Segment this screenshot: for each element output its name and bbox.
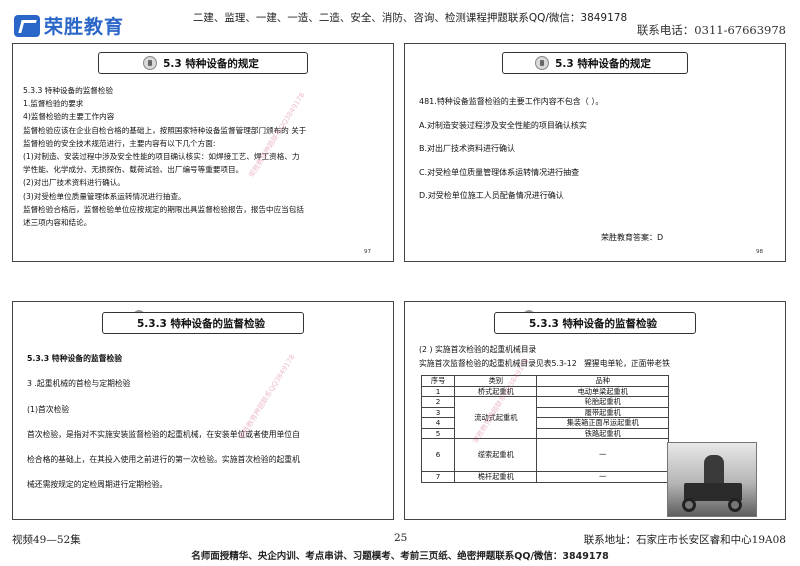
- table-cell: 轮胎起重机: [536, 396, 669, 408]
- slide-crane-first-inspection: 5.3.3 特种设备的监督检验 5.3.3 特种设备的监督检验 3 .起重机械的…: [12, 301, 394, 520]
- section-heading: 5.3.3 特种设备的监督检验: [27, 354, 123, 363]
- table-cell: 4: [420, 417, 456, 429]
- footer-banner: 名师面授精华、央企内训、考点串讲、习题模考、考前三页纸、绝密押题联系QQ/微信：…: [191, 551, 609, 562]
- slide-title: 5.3.3 特种设备的监督检验: [528, 317, 658, 330]
- slide-crane-catalog: 5.3.3 特种设备的监督检验 (2 ) 实施首次检验的起重机械目录 实施首次监…: [404, 301, 786, 520]
- option-a: A.对制造安装过程涉及安全性能的项目确认核实: [419, 120, 587, 130]
- text-line: 述三项内容和结论。: [23, 218, 92, 228]
- logo-text: 荣胜教育: [44, 16, 125, 38]
- slide-97: 5.3 特种设备的规定 5.3.3 特种设备的监督检验 1.监督检验的要求 4)…: [12, 43, 394, 262]
- table-row: 1 桥式起重机 电动单梁起重机: [420, 385, 669, 397]
- wheel-icon: [728, 498, 742, 512]
- text-line: (1)对制造、安装过程中涉及安全性能的项目确认核实：如焊接工艺、焊工资格、力: [23, 152, 300, 162]
- question-text: 481.特种设备监督检验的主要工作内容不包含（ ）。: [419, 97, 604, 106]
- table-header: 类别: [454, 375, 538, 387]
- slide-title-bar: 5.3.3 特种设备的监督检验: [494, 312, 696, 334]
- table-cell-merged: 流动式起重机: [454, 396, 538, 439]
- table-cell: 7: [420, 471, 456, 483]
- footer-video-range: 视频49—52集: [12, 534, 81, 546]
- table-cell: 一: [536, 471, 669, 483]
- table-cell: 电动单梁起重机: [536, 385, 669, 397]
- text-line: (1)首次检验: [27, 404, 70, 414]
- vehicle-photo: [667, 442, 757, 517]
- slide-body: (2 ) 实施首次检验的起重机械目录 实施首次监督检验的起重机械目录见表5.3-…: [419, 343, 775, 371]
- option-b: B.对出厂技术资料进行确认: [419, 144, 516, 153]
- slide-body: 5.3.3 特种设备的监督检验 3 .起重机械的首检与定期检验 (1)首次检验 …: [27, 346, 383, 498]
- text-line: 3 .起重机械的首检与定期检验: [27, 379, 131, 389]
- crane-catalog-table: 序号 类别 品种 1 桥式起重机 电动单梁起重机 2 流动式起重机 轮胎起重机 …: [420, 375, 669, 483]
- logo-mark-icon: [14, 14, 40, 37]
- table-cell: 5: [420, 427, 456, 439]
- text-line: (3)对受检单位质量管理体系运转情况进行抽查。: [23, 191, 186, 201]
- slide-title: 5.3 特种设备的规定: [163, 57, 259, 70]
- slide-title: 5.3.3 特种设备的监督检验: [136, 317, 266, 330]
- header-banner: 二建、监理、一建、一造、二造、安全、消防、咨询、检测课程押题联系QQ/微信：38…: [192, 12, 628, 24]
- table-row: 2 流动式起重机 轮胎起重机: [420, 396, 669, 439]
- text-line: 首次检验，是指对不实施安装监督检验的起重机械，在安装单位或者使用单位自: [27, 429, 300, 439]
- option-c: C.对受检单位质量管理体系运转情况进行抽查: [419, 167, 580, 177]
- table-cell: 3: [420, 406, 456, 418]
- slide-page-number: 98: [756, 249, 763, 255]
- table-header-row: 序号 类别 品种: [420, 375, 669, 387]
- table-cell: 履带起重机: [536, 406, 669, 418]
- slide-title: 5.3 特种设备的规定: [555, 57, 651, 70]
- text-line: 监督检验的安全技术规范进行，主要内容有以下几个方面:: [23, 138, 216, 148]
- image-note: 猩猩电单轮，正面带老铁: [584, 359, 670, 368]
- lock-badge-icon: [535, 56, 550, 70]
- table-header: 品种: [536, 375, 669, 387]
- slide-page-number: 97: [364, 249, 371, 255]
- table-header: 序号: [420, 375, 456, 387]
- text-line: 1.监督检验的要求: [23, 99, 84, 109]
- table-cell: 一: [536, 438, 669, 472]
- text-line: 5.3.3 特种设备的监督检验: [23, 86, 114, 95]
- header-phone: 联系电话：0311-67663978: [636, 23, 786, 37]
- brand-logo: 荣胜教育: [14, 12, 124, 39]
- table-row: 6 缆索起重机 一: [420, 438, 669, 472]
- text-line: 监督检验合格后，监督检验单位应按规定的期限出具监督检验报告，报告中应当包括: [23, 204, 304, 214]
- answer-text: 荣胜教育答案：D: [601, 233, 664, 242]
- lock-badge-icon: [143, 56, 158, 70]
- table-row: 7 桅杆起重机 一: [420, 471, 669, 483]
- text-line: 实施首次监督检验的起重机械目录见表5.3-12 猩猩电单轮，正面带老铁: [419, 357, 775, 371]
- footer-page-number: 25: [394, 532, 408, 544]
- text-line: (2)对出厂技术资料进行确认。: [23, 178, 125, 188]
- cart-body: [684, 483, 742, 501]
- slide-title-bar: 5.3.3 特种设备的监督检验: [102, 312, 304, 334]
- question-body: 481.特种设备监督检验的主要工作内容不包含（ ）。 A.对制造安装过程涉及安全…: [419, 90, 769, 208]
- text-line: (2 ) 实施首次检验的起重机械目录: [419, 345, 537, 354]
- table-cell: 2: [420, 396, 456, 408]
- table-cell: 桥式起重机: [454, 385, 538, 397]
- table-cell: 6: [420, 438, 456, 472]
- text-line: 4)监督检验的主要工作内容: [23, 112, 115, 122]
- footer-address: 联系地址：石家庄市长安区睿和中心19A08: [583, 534, 786, 546]
- wheel-icon: [682, 498, 696, 512]
- slide-title-bar: 5.3 特种设备的规定: [502, 52, 688, 74]
- table-caption: 实施首次监督检验的起重机械目录见表5.3-12: [419, 359, 577, 368]
- text-line: 学性能、化学成分、无损探伤、载荷试验、出厂编号等重要项目。: [23, 165, 244, 175]
- text-line: 检合格的基础上，在其投入使用之前进行的第一次检验。实施首次检验的起重机: [27, 455, 300, 465]
- table-cell: 缆索起重机: [454, 438, 538, 472]
- table-cell: 铁路起重机: [536, 427, 669, 439]
- slide-title-bar: 5.3 特种设备的规定: [98, 52, 308, 74]
- table-cell: 1: [420, 385, 456, 397]
- text-line: 监督检验应该在企业自检合格的基础上，按照国家特种设备监督管理部门颁布的 关于: [23, 125, 307, 135]
- slide-98: 5.3 特种设备的规定 481.特种设备监督检验的主要工作内容不包含（ ）。 A…: [404, 43, 786, 262]
- text-line: 械还需按规定的定检周期进行定期检验。: [27, 480, 168, 490]
- slide-body: 5.3.3 特种设备的监督检验 1.监督检验的要求 4)监督检验的主要工作内容 …: [23, 84, 385, 229]
- table-cell: 桅杆起重机: [454, 471, 538, 483]
- table-cell: 集装箱正面吊运起重机: [536, 417, 669, 429]
- option-d: D.对受检单位施工人员配备情况进行确认: [419, 191, 564, 200]
- person-figure: [704, 455, 724, 485]
